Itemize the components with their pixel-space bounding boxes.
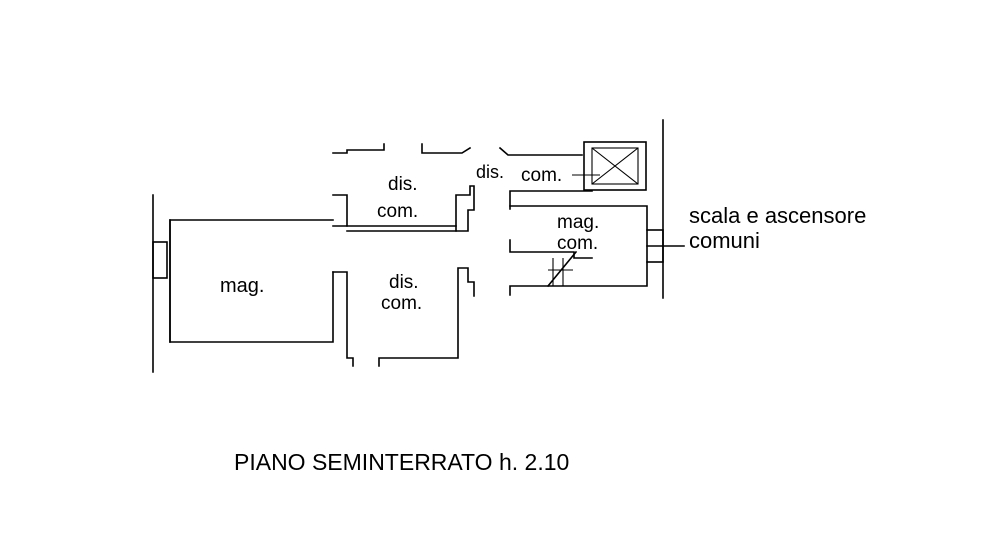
top-right-corridor-label-dis: dis. bbox=[476, 162, 504, 182]
right-storage-label-mag: mag. bbox=[557, 212, 599, 233]
upper-corridor-label-dis: dis. bbox=[388, 174, 418, 195]
top-right-corridor-label-com: com. bbox=[521, 165, 562, 186]
lower-corridor-label-com: com. bbox=[381, 293, 422, 314]
upper-corridor-label-com: com. bbox=[377, 201, 418, 222]
stairs-elevator-annotation-line2: comuni bbox=[689, 228, 760, 253]
lower-corridor-walls bbox=[332, 267, 475, 367]
stairs-elevator-annotation-line1: scala e ascensore bbox=[689, 203, 866, 228]
upper-corridor-walls bbox=[332, 143, 475, 232]
right-block-walls bbox=[498, 146, 648, 296]
mag-room-outline bbox=[169, 219, 334, 343]
mag-room-label: mag. bbox=[220, 275, 264, 297]
lower-corridor-label-dis: dis. bbox=[389, 272, 419, 293]
right-outer-wall bbox=[646, 119, 685, 299]
floor-caption: PIANO SEMINTERRATO h. 2.10 bbox=[234, 449, 569, 475]
elevator-shaft-icon bbox=[572, 141, 647, 191]
left-outer-wall bbox=[152, 194, 168, 373]
right-storage-label-com: com. bbox=[557, 233, 598, 254]
